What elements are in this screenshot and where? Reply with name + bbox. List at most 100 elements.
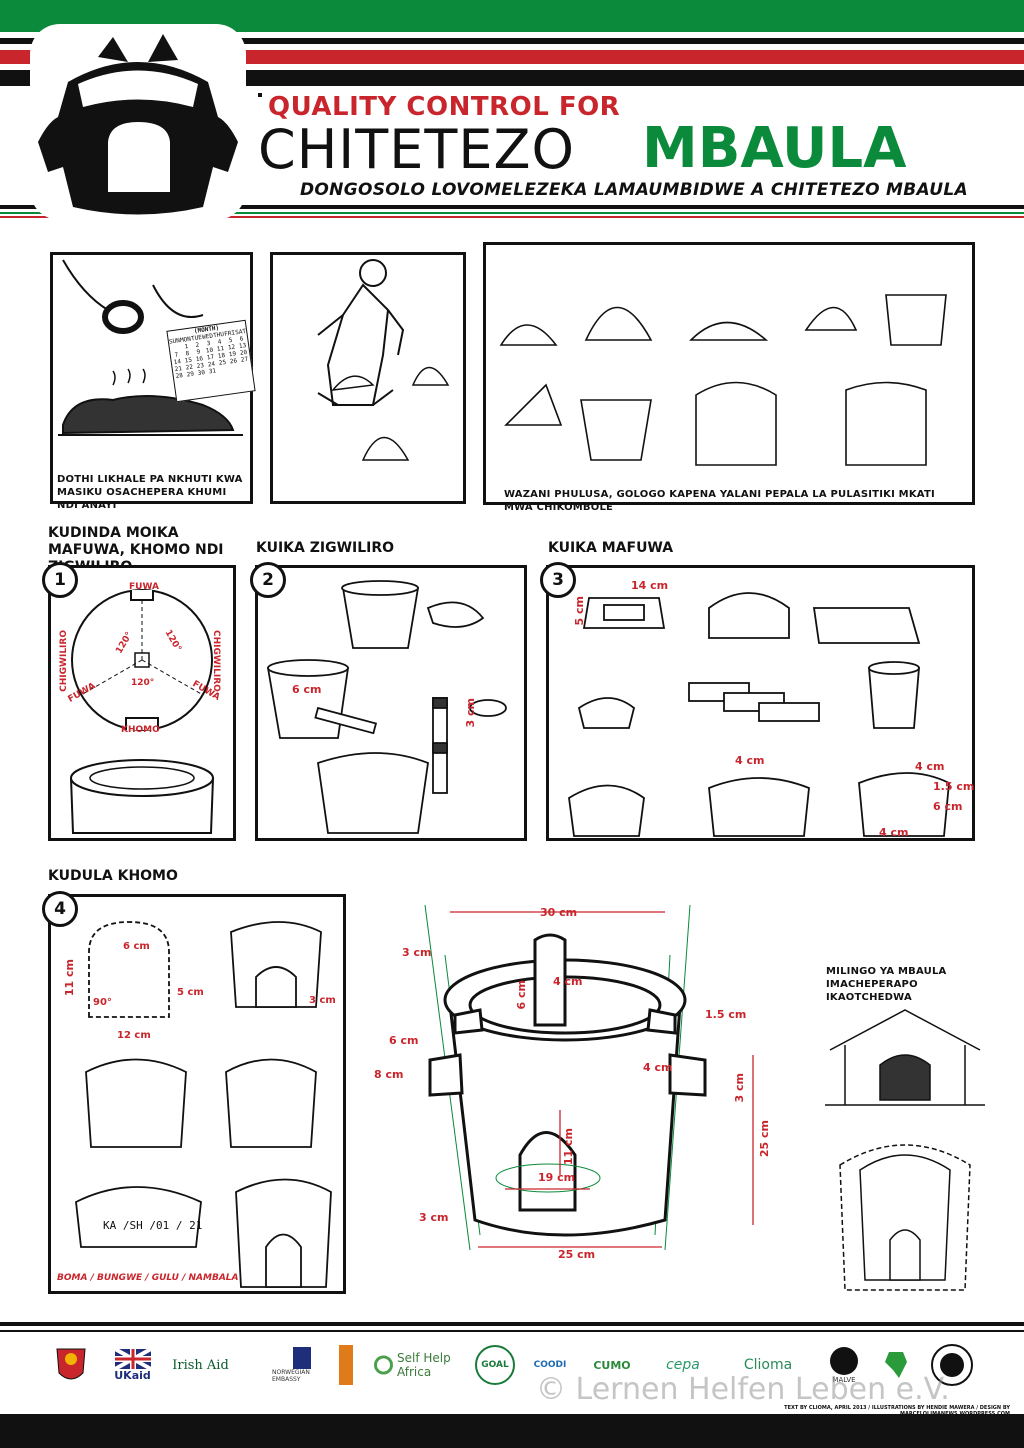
norwegian-embassy-logo: NORWEGIAN EMBASSY [272,1340,332,1390]
s2-dim-b: 3 cm [464,698,477,728]
header-black-band [0,70,1024,86]
s3-dim-c: 1.5 cm [933,780,975,793]
diagram-handle-h: 6 cm [515,980,528,1010]
coodi-logo: COODI [533,1360,567,1370]
step4-title: KUDULA KHOMO [48,868,178,884]
diagram-base: 25 cm [558,1248,596,1261]
africa-map-logo-icon [876,1340,916,1390]
s4-dim-top: 6 cm [123,941,150,952]
calendar-date [229,364,240,372]
irish-aid-logo: Irish Aid [172,1357,229,1373]
s1-label-fuwa-top: FUWA [129,582,159,592]
diagram-lug-b: 8 cm [374,1068,404,1081]
malve-logo: MALVE [824,1340,864,1390]
s4-stamp: KA /SH /01 / 21 [103,1219,203,1232]
panel-step3: 14 cm 5 cm 4 cm 4 cm 1.5 cm 6 cm 4 cm [546,565,975,841]
header-bottom-rule [0,205,1024,209]
mould-caption: WAZANI PHULUSA, GOLOGO KAPENA YALANI PEP… [504,489,935,513]
step2-title: KUIKA ZIGWILIRO [256,540,395,556]
mould-process-illustration [499,294,947,466]
concern-logo-icon [336,1340,356,1390]
pot-rest-illustration [568,592,950,837]
ukaid-label: UKaid [114,1368,151,1382]
header-bottom-rule-red [0,216,1024,218]
s4-dim-cut: 3 cm [309,995,336,1006]
calendar-date [240,363,251,371]
self-help-africa-label: Self Help Africa [396,1351,451,1379]
s4-dim-base: 12 cm [117,1030,151,1041]
s4-dim-angle: 90° [93,997,112,1008]
calendar-date: 29 [186,370,195,379]
title-top: QUALITY CONTROL FOR [262,92,627,122]
calendar-date: 31 [208,367,217,376]
handle-fitting-illustration [266,580,507,834]
step1-number: 1 [42,562,78,598]
step2-number: 2 [250,562,286,598]
s3-dim-d: 6 cm [933,800,963,813]
diagram-lug-h: 3 cm [733,1073,746,1103]
firing-note: MILINGO YA MBAULA IMACHEPERAPO IKAOTCHED… [826,966,947,1003]
header-bottom-rule-green [0,212,1024,214]
goal-logo: GOAL [474,1340,516,1390]
door-cutting-illustration [75,921,332,1288]
diagram-base-rim: 3 cm [419,1211,449,1224]
diagram-gap: 1.5 cm [705,1008,747,1021]
s2-dim-a: 6 cm [292,683,322,696]
footer-black-band [0,1414,1024,1448]
diagram-top: 30 cm [540,906,578,919]
malve-label: MALVE [832,1376,856,1384]
self-help-africa-logo: Self Help Africa [374,1340,464,1390]
title-main: CHITETEZO [258,118,575,181]
template-disc-illustration [69,589,215,834]
s3-dim-b: 4 cm [915,760,945,773]
watermark: © Lernen Helfen Leben e.V. [536,1372,950,1407]
s3-dim-e: 4 cm [879,826,909,839]
footer-thin-rule [0,1330,1024,1332]
calendar-date [218,366,229,374]
step3-title: KUIKA MAFUWA [548,540,674,556]
cepa-logo: cepa [666,1357,700,1373]
panel-kneading [270,252,466,504]
s3-dim-a: 4 cm [735,754,765,767]
chitetezo-mbaula-seal-icon [928,1340,976,1390]
goal-label: GOAL [475,1345,515,1385]
s3-dim-w: 14 cm [631,579,669,592]
clioma-logo: Clioma [743,1357,793,1373]
norwegian-embassy-label: NORWEGIAN EMBASSY [272,1369,310,1383]
panel-mould-process: WAZANI PHULUSA, GOLOGO KAPENA YALANI PEP… [483,242,975,513]
diagram-door-w: 19 cm [538,1171,576,1184]
woman-kneading-illustration [317,259,450,461]
s4-dim-side: 5 cm [177,987,204,998]
s1-angle-c: 120° [131,678,155,688]
title-accent: MBAULA [642,116,907,181]
stove-dimension-diagram [424,904,754,1251]
diagram-height: 25 cm [758,1120,771,1158]
s1-label-khomo: KHOMO [121,725,160,735]
panel-step2: 6 cm 3 cm [255,565,527,841]
firing-illustration [825,1009,985,1291]
panel-step4: 11 cm 6 cm 5 cm 90° 12 cm 3 cm KA /SH /0… [48,894,346,1294]
diagram-lug-w: 4 cm [643,1061,673,1074]
panel-step1: FUWA FUWA FUWA CHIGWILIRO CHIGWILIRO KHO… [48,565,236,841]
s4-dim-h: 11 cm [63,959,76,997]
subtitle: DONGOSOLO LOVOMELEZEKA LAMAUMBIDWE A CHI… [300,180,968,200]
soil-rest-caption: DOTHI LIKHALE PA NKHUTI KWA MASIKU OSACH… [57,474,243,511]
step3-number: 3 [540,562,576,598]
diagram-lug-a: 6 cm [389,1034,419,1047]
ukaid-logo: UKaid [110,1340,155,1390]
header-black-stripe [0,38,1024,44]
header-red-stripe [0,50,1024,64]
soil-rest-illustration [58,259,243,436]
diagram-rim: 3 cm [402,946,432,959]
s1-label-chigwiliro-right: CHIGWILIRO [211,630,221,692]
calendar-date: 28 [175,372,184,381]
stove-logo-icon [30,24,246,220]
s1-label-chigwiliro-left: CHIGWILIRO [59,630,69,692]
cumo-logo: CUMO [593,1358,631,1372]
calendar-date: 30 [197,368,206,377]
diagram-door-h: 11 cm [562,1128,575,1166]
s4-stamp-legend: BOMA / BUNGWE / GULU / NAMBALA [57,1273,239,1283]
malawi-coat-of-arms-icon [48,1340,93,1390]
